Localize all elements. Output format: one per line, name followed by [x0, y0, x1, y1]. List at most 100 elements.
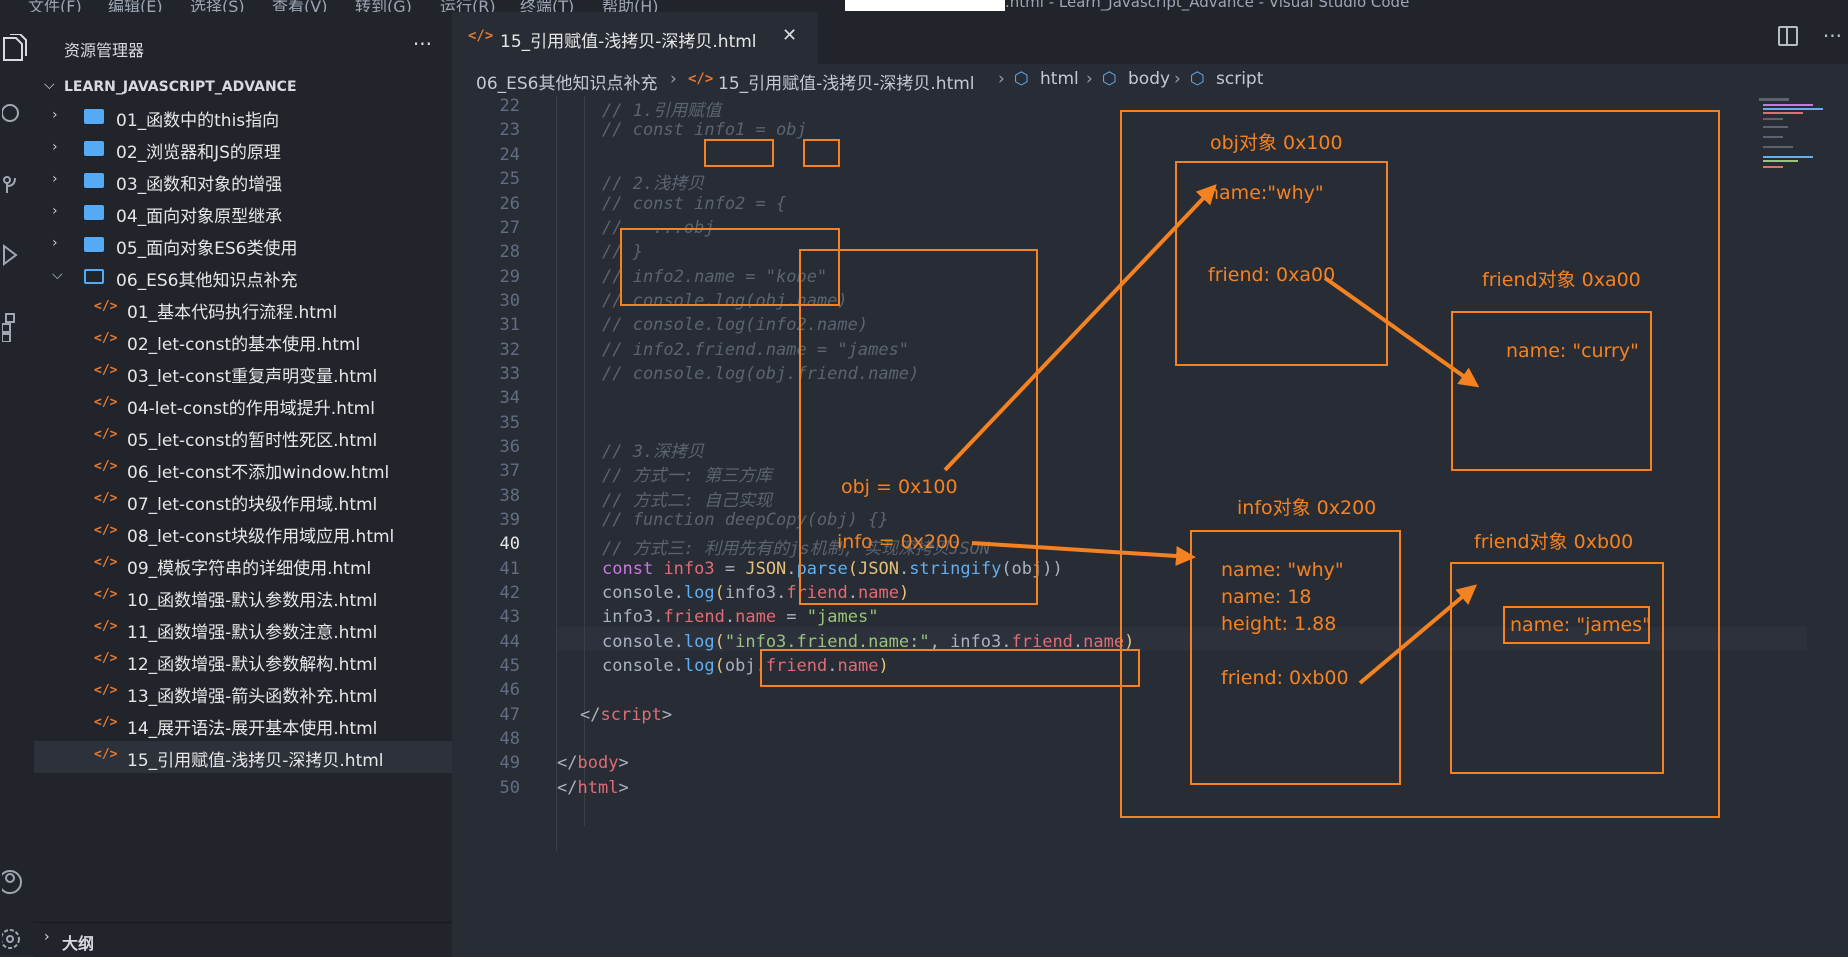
line-number: 26 [499, 194, 520, 214]
folder-icon [84, 173, 104, 188]
menu-run[interactable]: 运行(R) [440, 0, 496, 12]
code-line: // const info2 = { [602, 194, 787, 214]
outline-section[interactable]: › 大纲 [34, 922, 452, 957]
obj-friend-field: friend: 0xa00 [1208, 264, 1336, 286]
menu-file[interactable]: 文件(F) [28, 0, 82, 12]
file-item[interactable]: </>13_函数增强-箭头函数补充.html [34, 677, 452, 709]
line-number: 47 [499, 705, 520, 725]
file-item[interactable]: </>04-let-const的作用域提升.html [34, 389, 452, 421]
folder-item[interactable]: › 01_函数中的this指向 [34, 101, 452, 133]
line-number: 44 [499, 632, 520, 652]
file-item[interactable]: </>06_let-const不添加window.html [34, 453, 452, 485]
html-file-icon: </> [94, 619, 118, 634]
file-item[interactable]: </>10_函数增强-默认参数用法.html [34, 581, 452, 613]
highlight-info1 [704, 139, 774, 167]
obj-pointer-label: obj = 0x100 [841, 476, 958, 498]
breadcrumb-folder[interactable]: 06_ES6其他知识点补充 [476, 74, 658, 94]
code-line: console.log(info3.friend.name) [602, 583, 910, 603]
file-label: 15_引用赋值-浅拷贝-深拷贝.html [127, 751, 384, 771]
chevron-right-icon: › [1086, 69, 1093, 89]
file-item[interactable]: </>02_let-const的基本使用.html [34, 325, 452, 357]
folder-item[interactable]: › 03_函数和对象的增强 [34, 165, 452, 197]
line-number: 41 [499, 559, 520, 579]
chevron-right-icon: › [52, 171, 58, 187]
file-label: 01_基本代码执行流程.html [127, 303, 338, 323]
breadcrumb-body[interactable]: body [1128, 69, 1171, 89]
html-file-icon: </> [94, 331, 118, 346]
outline-label: 大纲 [62, 934, 95, 953]
line-number: 36 [499, 437, 520, 457]
line-number: 42 [499, 583, 520, 603]
breadcrumb-html[interactable]: html [1040, 69, 1079, 89]
menu-go[interactable]: 转到(G) [355, 0, 412, 12]
friend-a-name-field: name: "curry" [1506, 340, 1639, 362]
code-line: </script> [580, 705, 673, 725]
file-item[interactable]: </>11_函数增强-默认参数注意.html [34, 613, 452, 645]
chevron-down-icon: ⌵ [52, 267, 63, 283]
menu-view[interactable]: 查看(V) [272, 0, 328, 12]
line-number: 32 [499, 340, 520, 360]
html-file-icon: </> [94, 491, 118, 506]
file-item[interactable]: </>09_模板字符串的详细使用.html [34, 549, 452, 581]
folder-item[interactable]: › 05_面向对象ES6类使用 [34, 229, 452, 261]
file-item[interactable]: </>07_let-const的块级作用域.html [34, 485, 452, 517]
symbol-element-icon: ⬡ [1190, 69, 1205, 89]
folder-item-open[interactable]: ⌵ 06_ES6其他知识点补充 [34, 261, 452, 293]
friend-b-name-field: name: "james" [1510, 614, 1651, 636]
tab-active[interactable]: </> 15_引用赋值-浅拷贝-深拷贝.html ✕ [452, 12, 818, 64]
close-icon[interactable]: ✕ [782, 25, 798, 46]
source-control-icon[interactable] [0, 172, 30, 202]
file-item-active[interactable]: </>15_引用赋值-浅拷贝-深拷贝.html [34, 741, 452, 773]
search-icon[interactable] [0, 102, 30, 132]
file-item[interactable]: </>03_let-const重复声明变量.html [34, 357, 452, 389]
tab-bar: </> 15_引用赋值-浅拷贝-深拷贝.html ✕ ··· [452, 12, 1848, 64]
file-item[interactable]: </>12_函数增强-默认参数解构.html [34, 645, 452, 677]
file-item[interactable]: </>05_let-const的暂时性死区.html [34, 421, 452, 453]
menu-selection[interactable]: 选择(S) [190, 0, 245, 12]
code-line: // console.log(obj.friend.name) [602, 364, 920, 384]
more-actions-icon[interactable]: ··· [412, 32, 432, 56]
line-number: 31 [499, 315, 520, 335]
highlight-spread [620, 228, 840, 306]
folder-label: 03_函数和对象的增强 [116, 175, 283, 195]
explorer-icon[interactable] [0, 34, 30, 64]
breadcrumb-script[interactable]: script [1216, 69, 1264, 89]
more-actions-icon[interactable]: ··· [1822, 24, 1842, 48]
code-line: const info3 = JSON.parse(JSON.stringify(… [602, 559, 1063, 579]
window-title: .html - Learn_Javascript_Advance - Visua… [1005, 0, 1410, 11]
chevron-down-icon: ⌵ [44, 77, 55, 93]
menu-terminal[interactable]: 终端(T) [520, 0, 575, 12]
highlight-json-clone [760, 649, 1140, 687]
info-name2-field: name: 18 [1221, 586, 1312, 608]
friend-a-box [1451, 311, 1652, 471]
file-label: 12_函数增强-默认参数解构.html [127, 655, 378, 675]
settings-gear-icon[interactable] [0, 924, 30, 954]
html-file-icon: </> [94, 299, 118, 314]
code-line: // 方式三: 利用先有的js机制, 实现深拷贝JSON [602, 539, 991, 559]
folder-icon [84, 205, 104, 220]
split-editor-icon[interactable] [1778, 26, 1798, 46]
breadcrumb-file[interactable]: 15_引用赋值-浅拷贝-深拷贝.html [718, 74, 975, 94]
file-item[interactable]: </>08_let-const块级作用域应用.html [34, 517, 452, 549]
minimap[interactable] [1757, 96, 1847, 186]
line-number: 43 [499, 607, 520, 627]
menu-edit[interactable]: 编辑(E) [108, 0, 163, 12]
folder-item[interactable]: › 02_浏览器和JS的原理 [34, 133, 452, 165]
info-object-title: info对象 0x200 [1237, 497, 1377, 519]
account-icon[interactable] [0, 867, 30, 897]
file-item[interactable]: </> 01_基本代码执行流程.html [34, 293, 452, 325]
folder-label: 06_ES6其他知识点补充 [116, 271, 298, 291]
folder-icon [84, 109, 104, 124]
code-line: </html> [557, 778, 629, 798]
folder-item[interactable]: › 04_面向对象原型继承 [34, 197, 452, 229]
menu-help[interactable]: 帮助(H) [602, 0, 659, 12]
run-debug-icon[interactable] [0, 242, 30, 272]
chevron-right-icon: › [44, 929, 50, 945]
breadcrumb: 06_ES6其他知识点补充 › </> 15_引用赋值-浅拷贝-深拷贝.html… [452, 64, 1848, 96]
project-root[interactable]: ⌵ LEARN_JAVASCRIPT_ADVANCE [34, 74, 452, 102]
extensions-icon[interactable] [0, 312, 30, 342]
current-line-highlight [557, 627, 1807, 651]
file-item[interactable]: </>14_展开语法-展开基本使用.html [34, 709, 452, 741]
file-label: 06_let-const不添加window.html [127, 463, 390, 483]
code-editor[interactable]: 22 23 24 25 26 27 28 29 30 31 32 33 34 3… [452, 96, 1848, 956]
